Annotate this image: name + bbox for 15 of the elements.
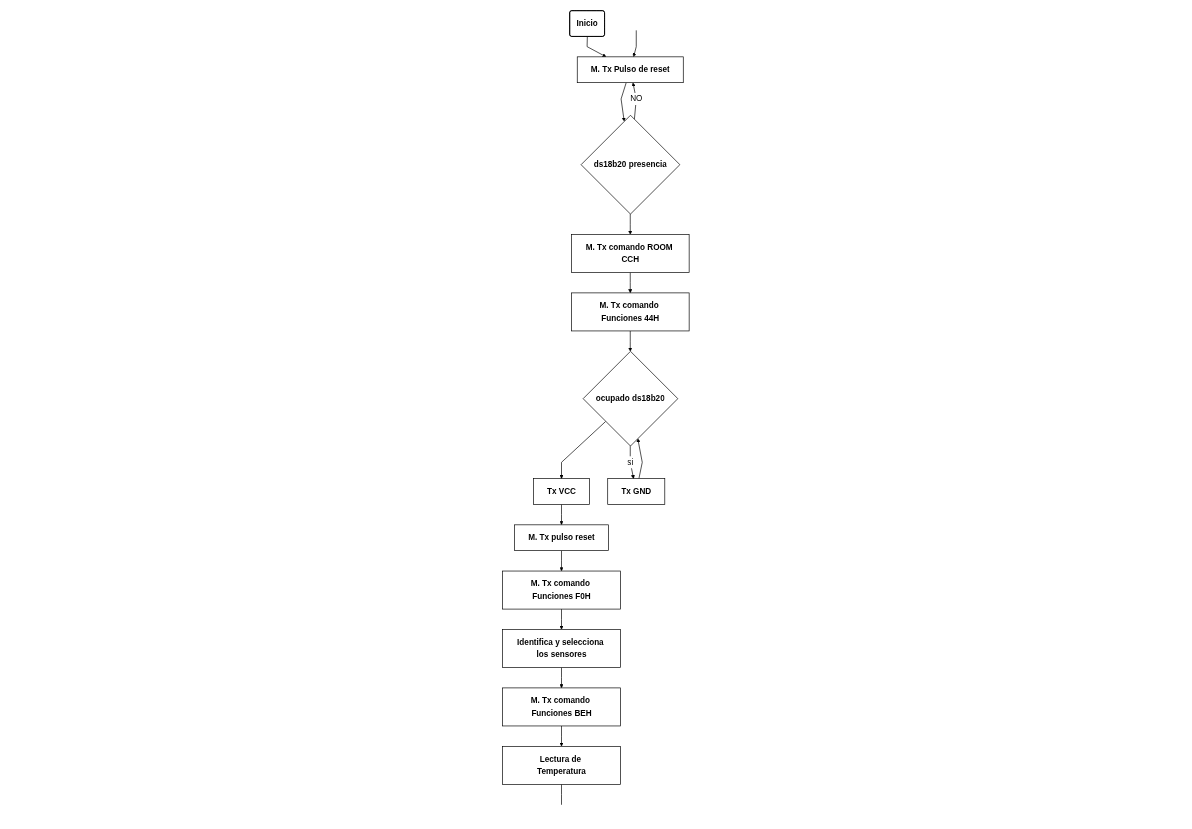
connector <box>561 784 562 806</box>
node-diamond: ds18b20 presencia <box>580 114 681 215</box>
node-box: M. Tx comando Funciones 44H <box>571 292 690 332</box>
node-diamond: ocupado ds18b20 <box>582 351 679 447</box>
node-box: Tx GND <box>607 478 666 505</box>
node-box: M. Tx pulso reset <box>514 524 609 551</box>
node-box: M. Tx comando Funciones F0H <box>502 570 621 610</box>
edge-label: NO <box>630 94 643 104</box>
node-box: M. Tx Pulso de reset <box>577 56 684 83</box>
node-box: M. Tx comando ROOM CCH <box>571 234 690 273</box>
node-box: Identifica y selecciona los sensores <box>502 629 621 668</box>
node-box: Tx VCC <box>533 478 591 505</box>
node-box: Lectura de Temperatura <box>502 746 621 785</box>
edge-label: si <box>627 457 634 467</box>
node-box: M. Tx comando Funciones BEH <box>502 687 621 727</box>
